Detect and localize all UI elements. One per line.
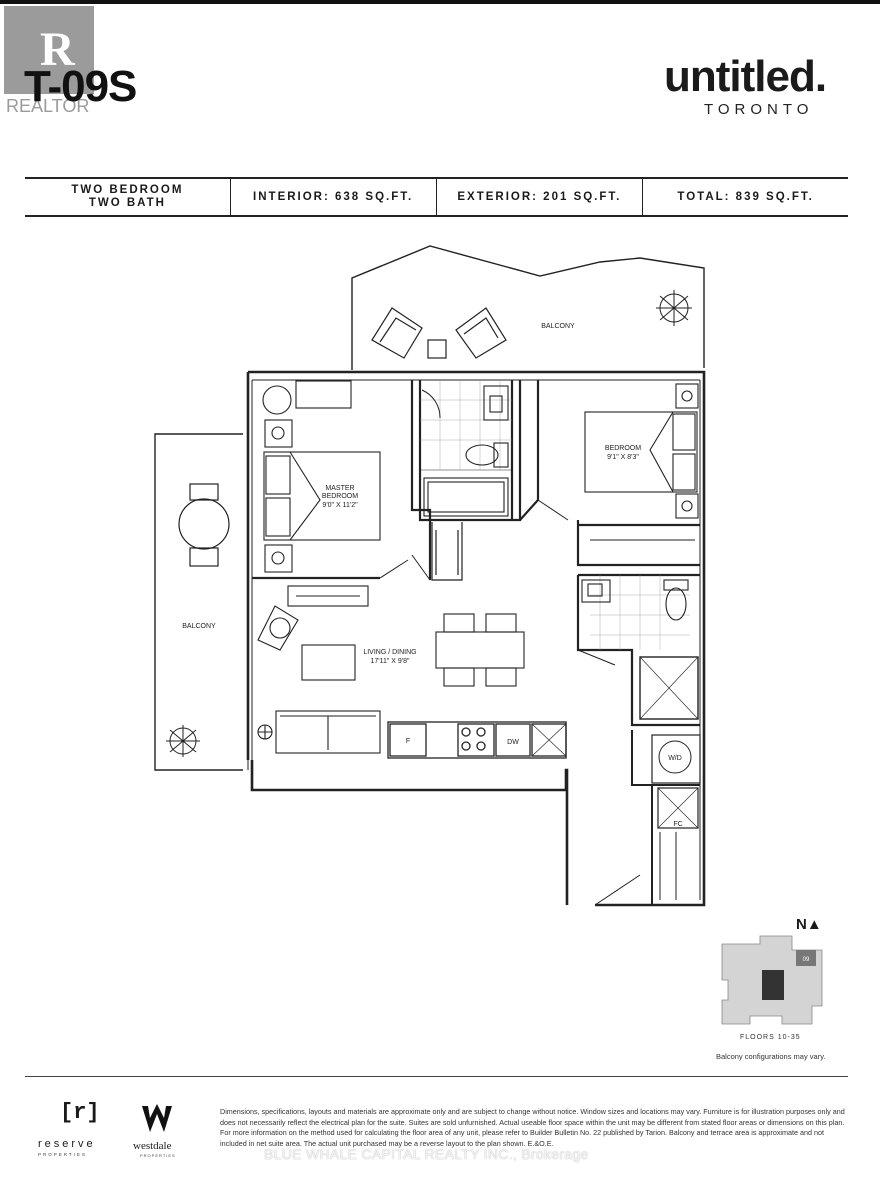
- kitchen-counter: [387, 721, 567, 759]
- exterior-walls: [246, 370, 706, 907]
- balcony-top-label: BALCONY: [541, 323, 575, 330]
- footer-divider: [25, 1076, 848, 1077]
- realtor-logo: R: [4, 6, 94, 94]
- door-arcs: [379, 389, 641, 906]
- westdale-name: westdale: [133, 1140, 172, 1152]
- spec-type-line1: TWO BEDROOM: [71, 184, 184, 196]
- sofa: [275, 710, 381, 754]
- master-bedroom-label-2: BEDROOM: [322, 493, 358, 500]
- bath-2-walls: [576, 573, 700, 727]
- balcony-top-outline: [351, 245, 705, 370]
- realtor-label: REALTOR: [6, 96, 90, 116]
- dishwasher-label: DW: [507, 739, 519, 746]
- balcony-table: [178, 498, 230, 550]
- realtor-r-icon: R: [40, 23, 75, 76]
- reserve-sub: PROPERTIES: [38, 1152, 87, 1157]
- fridge-label: F: [406, 738, 410, 745]
- brand-logo: untitled.: [664, 52, 827, 101]
- spec-interior: INTERIOR: 638 SQ.FT.: [229, 179, 436, 215]
- westdale-logo-icon: [142, 1104, 172, 1132]
- balcony-chair-2: [455, 307, 507, 359]
- north-arrow: N▲: [796, 916, 822, 933]
- brokerage-watermark: BLUE WHALE CAPITAL REALTY INC., Brokerag…: [264, 1146, 589, 1162]
- spec-exterior: EXTERIOR: 201 SQ.FT.: [435, 179, 643, 215]
- key-plan: [721, 935, 823, 1025]
- plant-icon: [656, 290, 692, 326]
- reserve-name: reserve: [38, 1138, 96, 1150]
- spec-type-line2: TWO BATH: [88, 197, 166, 209]
- fan-coil-label: FC: [673, 821, 682, 828]
- key-plan-floors: FLOORS 10-35: [740, 1034, 801, 1041]
- westdale-sub: PROPERTIES: [140, 1153, 176, 1158]
- washer-dryer-label: W/D: [668, 755, 682, 762]
- reserve-logo-icon: [r]: [60, 1100, 100, 1125]
- master-bedroom-label-1: MASTER: [325, 485, 354, 492]
- unit-code: T-09S: [24, 62, 137, 111]
- living-dims: 17'11" X 9'8": [370, 658, 410, 665]
- bedroom-2-bed: [584, 411, 698, 493]
- master-bedroom-walls: [252, 380, 432, 580]
- plant-icon: [166, 725, 200, 757]
- disclaimer-text: Dimensions, specifications, layouts and …: [220, 1107, 845, 1148]
- brand-city: TORONTO: [704, 101, 814, 118]
- spec-total: TOTAL: 839 SQ.FT.: [642, 179, 848, 215]
- bedroom-2-dims: 9'1" X 8'3": [607, 454, 639, 461]
- master-bedroom-dims: 9'0" X 11'2": [322, 502, 358, 509]
- balcony-chair-1: [371, 307, 423, 359]
- key-plan-note: Balcony configurations may vary.: [716, 1052, 826, 1061]
- key-plan-unit-tag: 09: [803, 957, 810, 963]
- bedroom-2-label: BEDROOM: [605, 445, 641, 452]
- top-border: [0, 0, 880, 4]
- balcony-left-label: BALCONY: [182, 623, 216, 630]
- balcony-left-outline: [154, 433, 243, 771]
- dining-table: [435, 631, 525, 669]
- master-bed: [263, 451, 381, 541]
- living-label: LIVING / DINING: [363, 649, 416, 656]
